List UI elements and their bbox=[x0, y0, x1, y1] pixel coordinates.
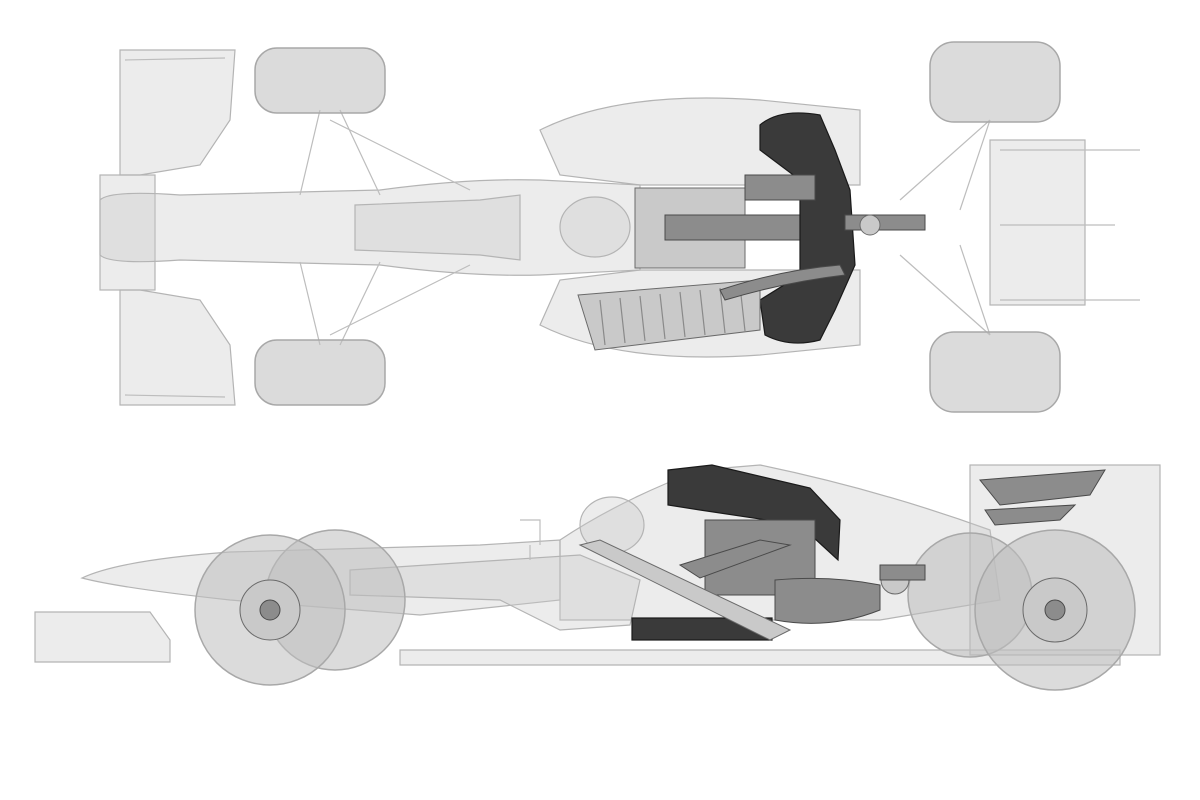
top-front-right-tyre bbox=[254, 339, 386, 406]
top-intercooler bbox=[577, 264, 846, 351]
side-floor bbox=[399, 649, 1121, 666]
top-power-unit bbox=[634, 112, 926, 344]
top-driver bbox=[354, 194, 631, 261]
top-rear-suspension bbox=[899, 119, 991, 336]
top-rear-wing bbox=[989, 139, 1140, 306]
side-view bbox=[34, 464, 1161, 691]
top-view bbox=[99, 41, 1140, 413]
side-driver bbox=[349, 496, 645, 631]
top-rear-right-tyre bbox=[929, 331, 1061, 413]
side-power-unit bbox=[578, 464, 926, 641]
top-front-suspension bbox=[299, 109, 471, 346]
side-front-wing bbox=[34, 611, 171, 663]
side-front-tyres bbox=[194, 529, 406, 686]
top-front-left-tyre bbox=[254, 47, 386, 114]
side-steering-column bbox=[520, 519, 541, 560]
top-front-wing bbox=[99, 49, 236, 406]
top-rear-left-tyre bbox=[929, 41, 1061, 123]
side-rear-tyres bbox=[907, 529, 1136, 691]
